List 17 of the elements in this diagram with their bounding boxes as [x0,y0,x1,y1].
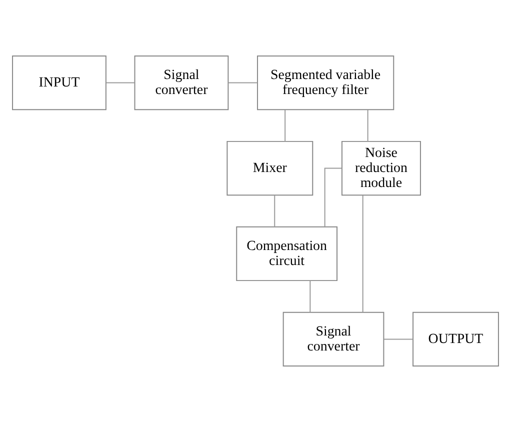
node-box: Noise reduction module [341,140,421,196]
connector [106,82,135,84]
connector [274,194,276,228]
node-box: OUTPUT [412,312,499,367]
node-box: Signal converter [282,312,384,367]
node-box: Signal converter [134,55,229,110]
connector [362,194,364,313]
connector [324,168,342,228]
node-box: Compensation circuit [236,226,338,282]
node-box: INPUT [12,55,106,110]
connector [228,82,258,84]
connector [284,109,286,142]
connector [367,109,368,142]
node-box: Segmented variable frequency filter [257,55,394,110]
node-box: Mixer [226,140,314,196]
connector [383,338,414,340]
connector [310,280,311,313]
